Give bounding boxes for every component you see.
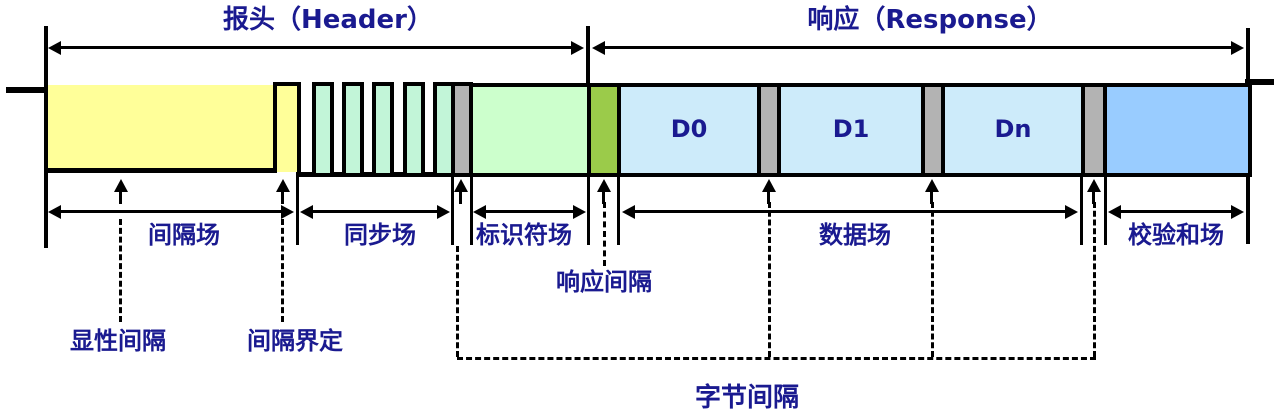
byte-space-label: 字节间隔 [694,383,800,413]
field-boundary-line [587,177,590,245]
identifier-field-label: 标识符场 [476,221,572,249]
response-space-label: 响应间隔 [556,268,652,296]
field-boundary-line [470,177,473,245]
break-field-low-line [48,168,277,173]
signal-stub-right [1245,79,1274,85]
break-delimiter-bar [273,82,301,172]
data-byte-block-d1 [777,83,925,177]
data-field-label: 数据场 [819,221,891,249]
sync-bit-bar [403,82,425,177]
data-byte-d0-label: D0 [670,115,708,143]
data-byte-d1-label: D1 [832,115,870,143]
checksum-field-label: 校验和场 [1128,221,1224,249]
dashed-leader-byte-space-right [1093,202,1096,357]
break-field-block [48,85,273,168]
break-field-label: 间隔场 [148,221,220,249]
dashed-leader-byte-space-mid1 [768,202,771,357]
left-boundary-line [44,26,48,248]
header-response-divider-line [586,26,590,84]
dominant-break-label: 显性间隔 [70,327,166,355]
response-span-label: 响应（Response） [807,5,1053,35]
dashed-leader-response-space [603,202,606,266]
dashed-leader-byte-space-mid2 [931,202,934,357]
response-space-bar [587,83,621,177]
dashed-leader-dominant-break [119,219,122,322]
data-byte-dn-label: Dn [994,115,1032,143]
dashed-leader-byte-space-left [456,246,459,357]
checksum-field-block [1103,83,1252,177]
sync-field-label: 同步场 [344,221,416,249]
sync-bit-bar [312,82,334,177]
field-boundary-line [451,177,454,245]
sync-bit-bar [342,82,364,177]
byte-space-bracket [457,357,1096,360]
field-boundary-line [296,177,299,245]
break-delimiter-label: 间隔界定 [247,327,343,355]
sync-bit-bar [372,82,394,177]
header-span-label: 报头（Header） [222,5,434,35]
field-boundary-line [617,177,620,245]
field-boundary-line [1080,177,1083,245]
dashed-leader-break-delimiter [281,219,284,322]
signal-stub-left [6,87,52,93]
field-boundary-line [1104,177,1107,245]
identifier-field-block [469,83,591,177]
data-byte-block-dn [941,83,1085,177]
